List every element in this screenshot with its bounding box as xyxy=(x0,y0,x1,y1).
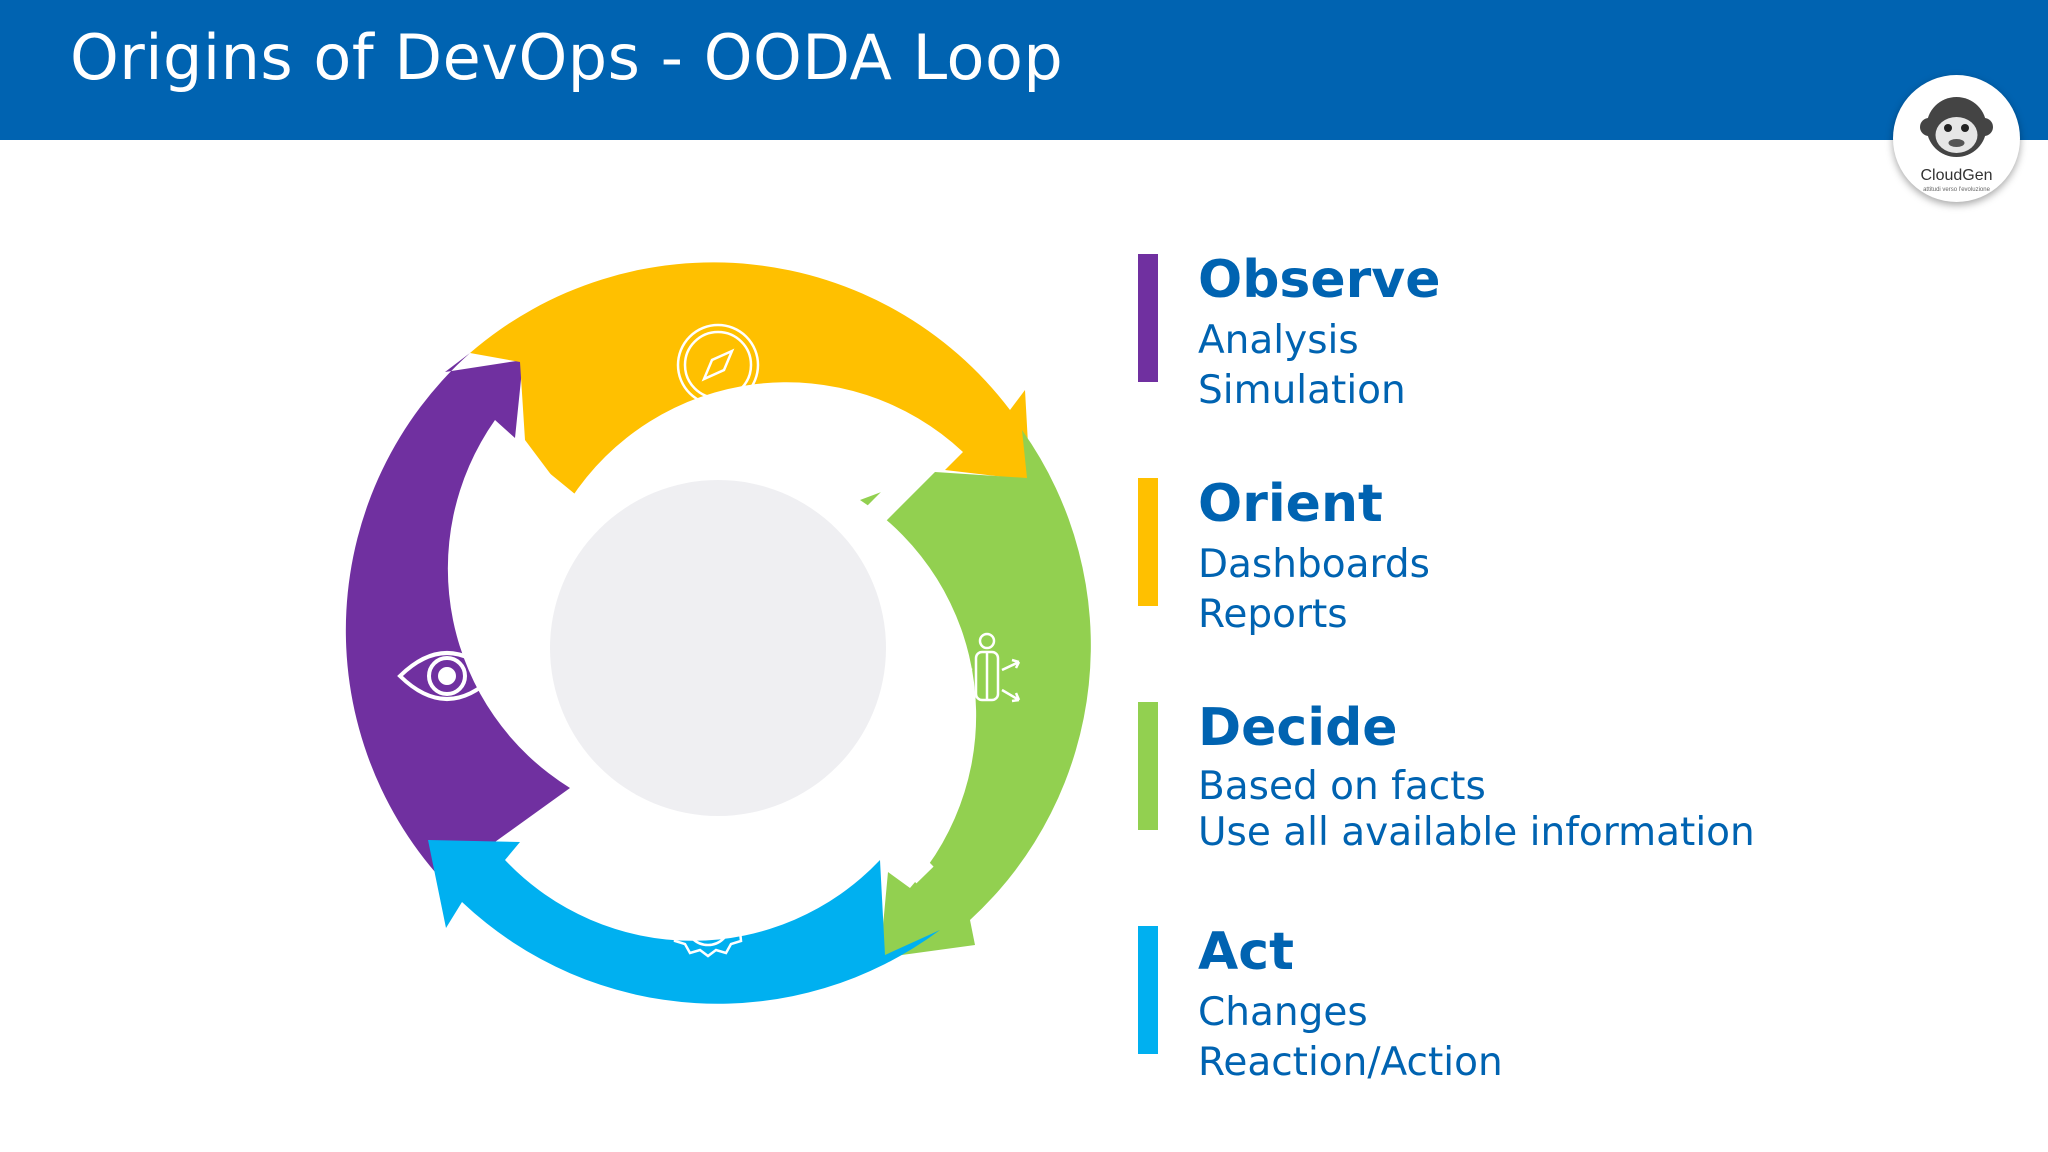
logo-tagline: attitudi verso l'evoluzione xyxy=(1923,187,1990,193)
segment-observe xyxy=(345,353,570,880)
orient-line-2: Reports xyxy=(1198,592,1348,637)
decide-heading: Decide xyxy=(1198,698,1398,758)
center-circle xyxy=(550,480,886,816)
observe-line-2: Simulation xyxy=(1198,368,1406,413)
act-heading: Act xyxy=(1198,922,1294,982)
separator-nw xyxy=(482,430,608,540)
logo-name: CloudGen xyxy=(1920,167,1993,184)
person-arrows-icon xyxy=(953,632,1021,703)
title-bar: Origins of DevOps - OODA Loop xyxy=(0,0,2048,140)
orient-heading: Orient xyxy=(1198,474,1383,534)
observe-heading: Observe xyxy=(1198,250,1441,310)
compass-icon xyxy=(676,323,760,407)
separators xyxy=(482,430,957,884)
separator-sw xyxy=(511,771,619,877)
decide-line-2: Use all available information xyxy=(1198,810,1755,855)
slide-title: Origins of DevOps - OODA Loop xyxy=(70,21,1064,94)
observe-color-bar xyxy=(1138,254,1158,382)
check-badge-icon xyxy=(667,888,749,958)
act-line-2: Reaction/Action xyxy=(1198,1040,1503,1085)
separator-ne xyxy=(841,433,957,549)
segment-orient xyxy=(470,262,1030,500)
cloudgen-logo: CloudGen attitudi verso l'evoluzione xyxy=(1893,75,2020,202)
orient-color-bar xyxy=(1138,478,1158,606)
segment-act xyxy=(428,840,940,1004)
decide-color-bar xyxy=(1138,702,1158,830)
decide-line-1: Based on facts xyxy=(1198,764,1486,809)
act-color-bar xyxy=(1138,926,1158,1054)
monkey-logo-icon xyxy=(1920,97,1993,157)
separator-se xyxy=(823,771,934,884)
eye-icon xyxy=(397,651,497,701)
observe-line-1: Analysis xyxy=(1198,318,1359,363)
orient-line-1: Dashboards xyxy=(1198,542,1430,587)
act-line-1: Changes xyxy=(1198,990,1368,1035)
